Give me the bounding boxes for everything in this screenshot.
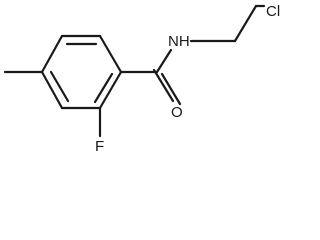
carbonyl-double-bond-b <box>160 72 182 106</box>
carbonyl-double-bond-a <box>152 68 175 103</box>
structure-canvas: NH Cl O F <box>3 3 280 155</box>
chlorine-label: Cl <box>266 3 280 20</box>
carbonyl-oxygen-label: O <box>171 104 183 121</box>
ring-bond-upper-left <box>40 34 64 74</box>
amide-nitrogen-label: NH <box>168 33 190 50</box>
ring-bond-lower-right-inner <box>93 72 114 104</box>
ring-bond-lower-left <box>40 70 64 110</box>
molecule-diagram: NH Cl O F <box>3 3 280 155</box>
carbonyl-to-nitrogen-bond <box>155 48 173 74</box>
fluorine-label: F <box>95 138 104 155</box>
benzene-ring <box>40 34 123 110</box>
ch2-to-ch2-bond <box>233 4 258 43</box>
ring-bond-lower-left-inner <box>49 70 70 103</box>
ring-bond-lower-right <box>98 70 123 110</box>
ring-bond-upper-right <box>98 34 123 74</box>
